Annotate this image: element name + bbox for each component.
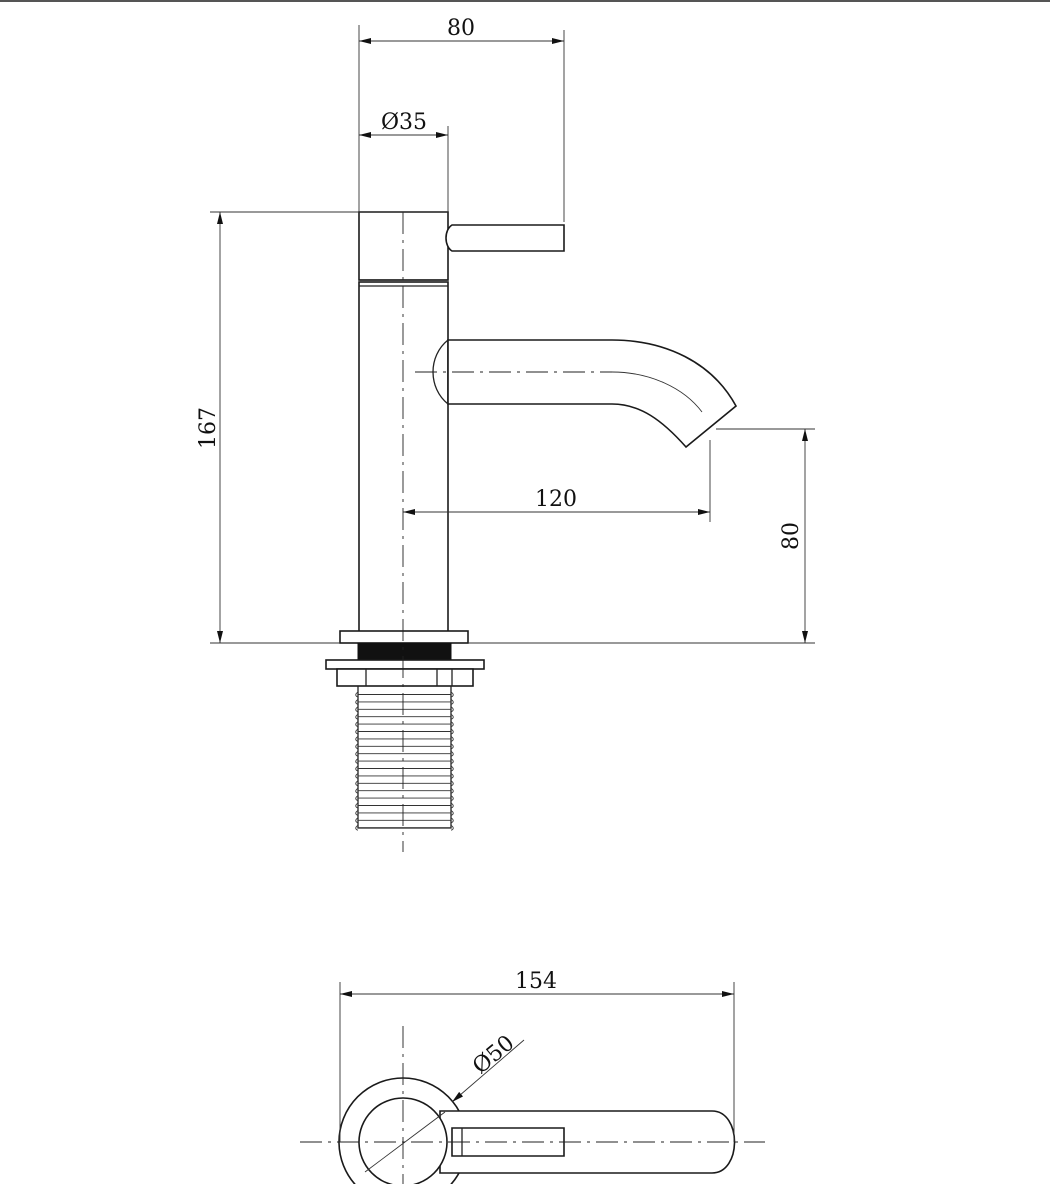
thread-ring bbox=[355, 736, 454, 742]
dim-label-base-diameter: Ø50 bbox=[468, 1031, 519, 1080]
handle-cap bbox=[358, 211, 449, 281]
dim-base-diameter: Ø50 bbox=[451, 1031, 525, 1103]
thread-ring bbox=[355, 743, 454, 750]
thread-ring bbox=[355, 787, 454, 794]
fixing-nut bbox=[336, 668, 474, 687]
dim-label-total-height: 167 bbox=[196, 407, 221, 449]
spout bbox=[447, 339, 738, 449]
top-view: 154 Ø50 bbox=[300, 969, 765, 1184]
thread-ring bbox=[355, 699, 454, 705]
fixing-plate bbox=[325, 659, 485, 670]
dim-body-diameter: Ø35 bbox=[359, 110, 449, 212]
thread-ring bbox=[355, 721, 454, 728]
thread-ring bbox=[355, 750, 454, 757]
lever-handle bbox=[445, 224, 565, 252]
thread-ring bbox=[355, 795, 454, 802]
thread-ring bbox=[355, 728, 454, 735]
thread-ring bbox=[355, 713, 454, 720]
lever-top bbox=[451, 1127, 565, 1157]
thread-ring bbox=[355, 824, 454, 831]
dim-label-overall-length: 154 bbox=[515, 969, 557, 994]
dim-label-handle-reach: 80 bbox=[447, 16, 475, 41]
dim-overall-length: 154 bbox=[339, 969, 735, 1142]
dim-spout-reach: 120 bbox=[403, 440, 711, 522]
thread-ring bbox=[355, 780, 454, 787]
threaded-shank bbox=[355, 686, 454, 831]
thread-ring bbox=[355, 758, 454, 765]
dim-total-height: 167 bbox=[196, 211, 448, 644]
rubber-washer bbox=[357, 642, 452, 661]
side-view: 80 Ø35 167 120 80 bbox=[196, 16, 815, 852]
shank-outline bbox=[357, 686, 452, 829]
dim-label-spout-height: 80 bbox=[779, 522, 804, 550]
dim-handle-reach: 80 bbox=[358, 16, 565, 222]
base-flange bbox=[339, 630, 469, 644]
thread-ring bbox=[355, 802, 454, 809]
dim-label-spout-reach: 120 bbox=[535, 487, 577, 512]
thread-ring bbox=[355, 691, 454, 698]
thread-ring bbox=[355, 810, 454, 816]
dim-label-body-diameter: Ø35 bbox=[381, 110, 427, 135]
thread-ring bbox=[355, 817, 454, 824]
thread-ring bbox=[355, 773, 454, 779]
thread-ring bbox=[355, 706, 454, 713]
dim-spout-height: 80 bbox=[468, 428, 815, 644]
faucet-body bbox=[358, 281, 449, 633]
thread-ring bbox=[355, 765, 454, 772]
